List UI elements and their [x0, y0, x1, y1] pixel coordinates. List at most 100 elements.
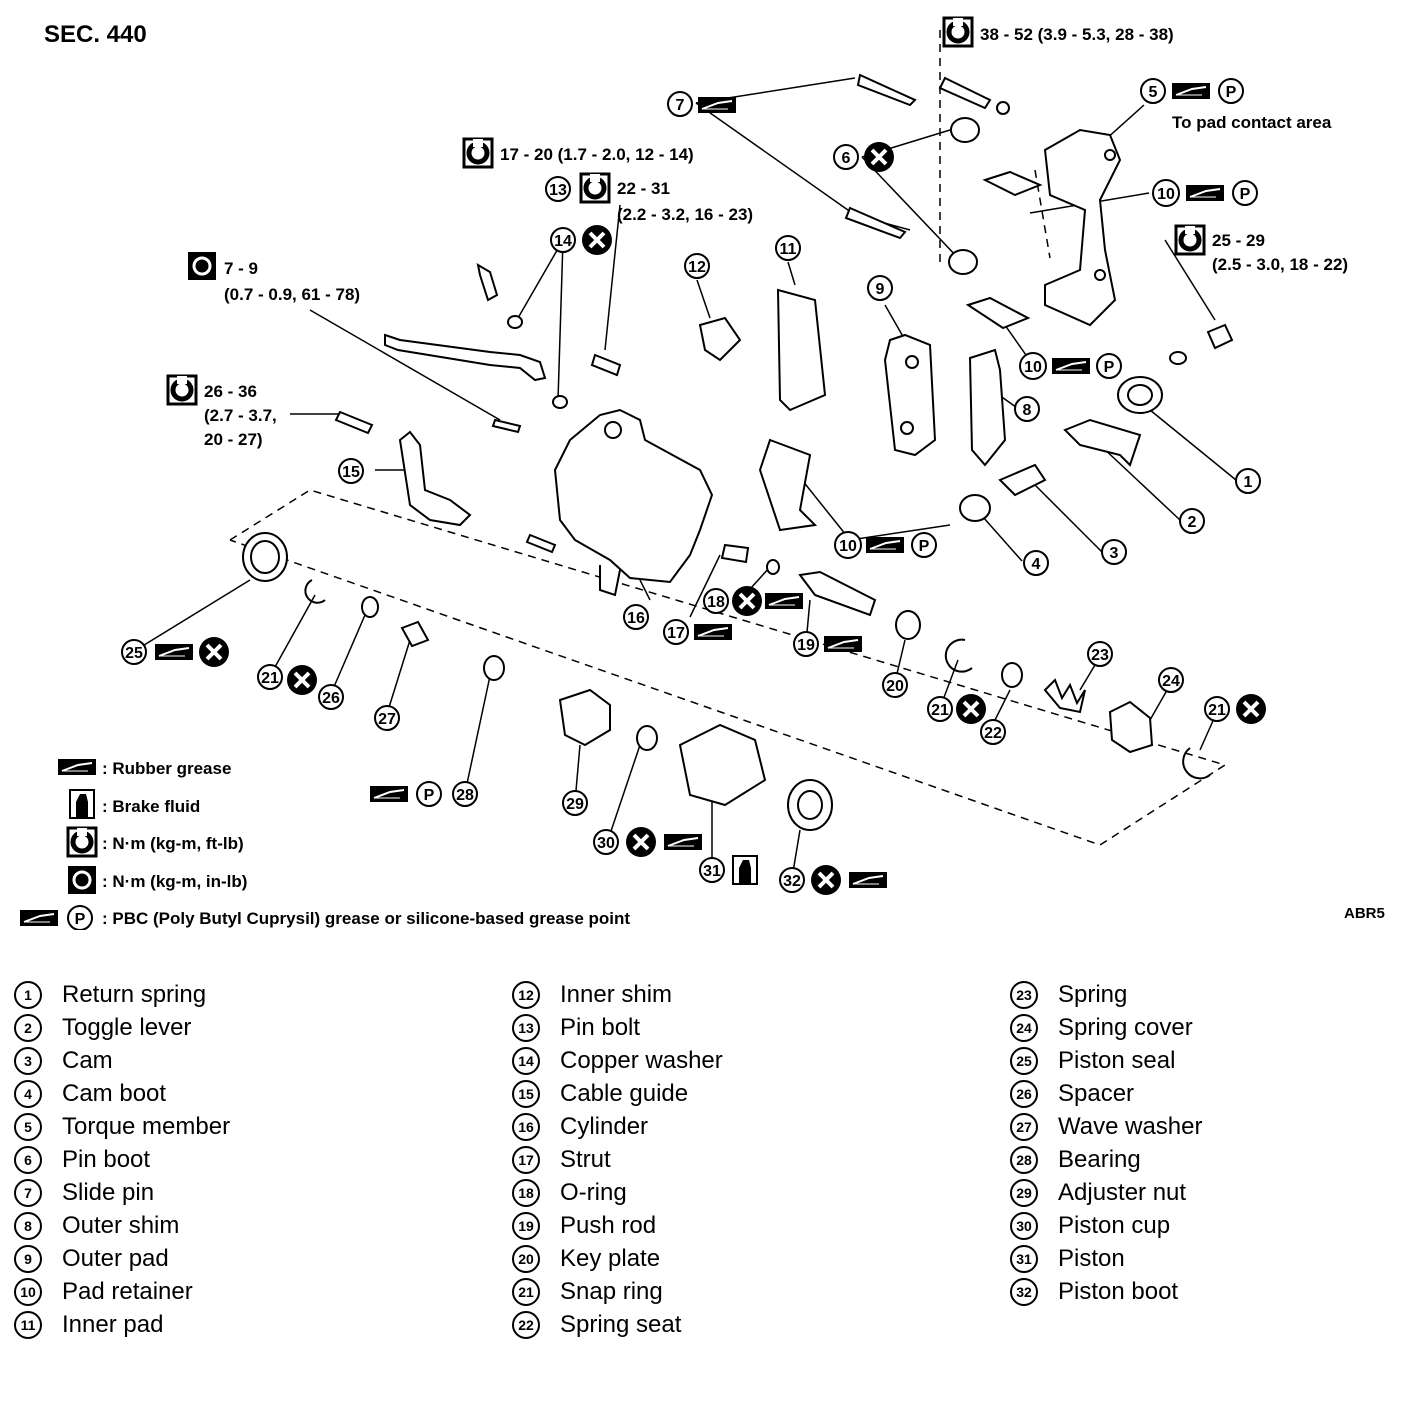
part-number: 31 — [1010, 1244, 1038, 1273]
part-item: 8 Outer shim — [14, 1209, 230, 1242]
callout-2: 2 — [1179, 508, 1205, 534]
part-name: Inner shim — [560, 980, 673, 1008]
svg-text:11: 11 — [780, 241, 797, 258]
svg-text:19: 19 — [797, 637, 815, 654]
callout-32: 32 — [779, 867, 805, 893]
part-number: 17 — [512, 1145, 540, 1174]
part-name: Cylinder — [560, 1112, 649, 1140]
part-number: 19 — [512, 1211, 540, 1240]
torque-specs: 38 - 52 (3.9 - 5.3, 28 - 38) 17 - 20 (1.… — [168, 18, 1348, 449]
part-name: Spring — [1058, 980, 1128, 1008]
svg-text:26: 26 — [322, 690, 340, 707]
part-number: 6 — [14, 1145, 42, 1174]
callout-5: 5 — [1140, 78, 1166, 104]
torque-spec-pin-bolt: 22 - 31 — [617, 179, 670, 198]
legend-rubber-grease: : Rubber grease — [102, 759, 231, 778]
svg-text:18: 18 — [707, 594, 725, 611]
svg-text:17: 17 — [667, 625, 685, 642]
part-number: 20 — [512, 1244, 540, 1273]
torque-spec-top: 38 - 52 (3.9 - 5.3, 28 - 38) — [980, 25, 1174, 44]
part-name: Torque member — [62, 1112, 231, 1140]
svg-text:8: 8 — [1023, 402, 1032, 419]
part-name: Spring cover — [1058, 1013, 1193, 1041]
p-mark-10c: P — [919, 538, 930, 555]
svg-text:4: 4 — [1032, 556, 1041, 573]
part-name: Bearing — [1058, 1145, 1141, 1173]
callout-8: 8 — [1014, 396, 1040, 422]
part-number: 8 — [14, 1211, 42, 1240]
callout-12: 12 — [684, 253, 710, 279]
svg-text:14: 14 — [554, 233, 572, 250]
callout-14: 14 — [550, 227, 576, 253]
part-number: 13 — [512, 1013, 540, 1042]
svg-text:31: 31 — [703, 863, 721, 880]
torque-spec-torque-member-detail: (2.5 - 3.0, 18 - 22) — [1212, 255, 1348, 274]
part-number: 25 — [1010, 1046, 1038, 1075]
callout-23: 23 — [1087, 641, 1113, 667]
svg-text:12: 12 — [688, 259, 706, 276]
svg-text:30: 30 — [597, 835, 615, 852]
callout-21b: 21 — [1204, 696, 1230, 722]
p-mark-5: P — [1226, 84, 1237, 101]
svg-text:10: 10 — [1024, 359, 1042, 376]
svg-text:21: 21 — [931, 702, 949, 719]
part-number: 14 — [512, 1046, 540, 1075]
svg-text:1: 1 — [1244, 474, 1253, 491]
torque-spec-pin-bolt-detail: (2.2 - 3.2, 16 - 23) — [617, 205, 753, 224]
exploded-caliper-diagram: SEC. 440 ABR5 — [19, 0, 1385, 930]
part-number: 32 — [1010, 1277, 1038, 1306]
svg-text:15: 15 — [342, 464, 360, 481]
callout-1: 1 — [1235, 468, 1261, 494]
part-item: 6 Pin boot — [14, 1143, 230, 1176]
part-name: Toggle lever — [62, 1013, 192, 1041]
callout-31: 31 — [699, 857, 725, 883]
part-name: Snap ring — [560, 1277, 663, 1305]
part-name: Pin boot — [62, 1145, 151, 1173]
part-name: Pad retainer — [62, 1277, 193, 1305]
callout-28: 28 — [452, 781, 478, 807]
part-name: Piston cup — [1058, 1211, 1171, 1239]
p-mark-28: P — [424, 787, 435, 804]
part-name: Return spring — [62, 980, 207, 1008]
part-name: Outer shim — [62, 1211, 180, 1239]
svg-text:2: 2 — [1188, 514, 1197, 531]
callout-7: 7 — [667, 91, 693, 117]
torque-spec-bleeder: 17 - 20 (1.7 - 2.0, 12 - 14) — [500, 145, 694, 164]
figure-code: ABR5 — [1344, 905, 1385, 922]
svg-text:6: 6 — [842, 150, 851, 167]
callout-17: 17 — [663, 619, 689, 645]
callout-16: 16 — [623, 604, 649, 630]
torque-spec-cable-guide-detail-1: (2.7 - 3.7, — [204, 406, 277, 425]
svg-text:3: 3 — [1110, 545, 1119, 562]
part-number: 21 — [512, 1277, 540, 1306]
part-name: Strut — [560, 1145, 611, 1173]
svg-text:25: 25 — [125, 645, 143, 662]
svg-text:29: 29 — [566, 796, 584, 813]
callout-20: 20 — [882, 672, 908, 698]
diagram-legend: : Rubber grease : Brake fluid : N·m (kg-… — [19, 758, 630, 930]
part-number: 11 — [14, 1310, 42, 1339]
part-number: 3 — [14, 1046, 42, 1075]
part-name: Slide pin — [62, 1178, 155, 1206]
callout-22: 22 — [980, 719, 1006, 745]
svg-text:22: 22 — [984, 725, 1002, 742]
